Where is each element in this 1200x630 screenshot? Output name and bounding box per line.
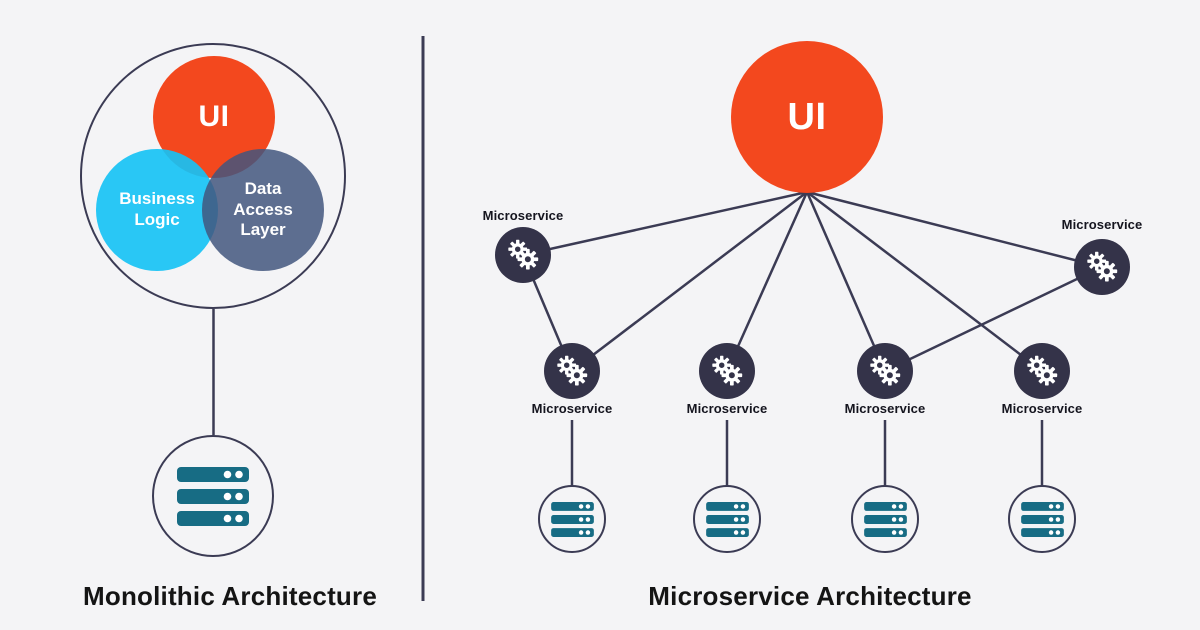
- gears-icon: [557, 355, 588, 386]
- microservice-label: Microservice: [1061, 217, 1143, 232]
- microservice-node: [699, 343, 755, 399]
- server-stack-icon: [863, 501, 907, 537]
- microservice-label: Microservice: [1001, 401, 1083, 416]
- gears-icon: [508, 239, 539, 270]
- right-diagram-title: Microservice Architecture: [648, 581, 972, 611]
- microservice-database-circle: [538, 485, 606, 553]
- microservice-ui-label: UI: [787, 95, 827, 138]
- microservice-label: Microservice: [482, 208, 564, 223]
- microservice-label: Microservice: [531, 401, 613, 416]
- microservice-node: [544, 343, 600, 399]
- microservice-node: [1074, 239, 1130, 295]
- data-access-layer-circle: Data Access Layer: [202, 149, 324, 271]
- left-diagram-title: Monolithic Architecture: [83, 581, 377, 611]
- server-stack-icon: [705, 501, 749, 537]
- server-stack-icon: [550, 501, 594, 537]
- microservice-label: Microservice: [844, 401, 926, 416]
- server-stack-icon: [177, 466, 249, 526]
- microservice-database-circle: [693, 485, 761, 553]
- monolith-boundary-circle: [80, 43, 346, 309]
- microservice-label: Microservice: [686, 401, 768, 416]
- gears-icon: [1087, 251, 1118, 282]
- server-stack-icon: [1020, 501, 1064, 537]
- microservice-database-circle: [851, 485, 919, 553]
- gears-icon: [712, 355, 743, 386]
- monolith-ui-label: UI: [198, 100, 230, 133]
- microservice-node: [1014, 343, 1070, 399]
- business-logic-circle: Business Logic: [96, 149, 218, 271]
- microservice-database-circle: [1008, 485, 1076, 553]
- monolith-database-circle: [152, 435, 274, 557]
- microservice-node: [857, 343, 913, 399]
- gears-icon: [870, 355, 901, 386]
- data-access-layer-label: Data Access Layer: [233, 178, 293, 240]
- gears-icon: [1027, 355, 1058, 386]
- business-logic-label: Business Logic: [119, 189, 195, 229]
- microservice-node: [495, 227, 551, 283]
- microservice-ui-circle: UI: [731, 41, 883, 193]
